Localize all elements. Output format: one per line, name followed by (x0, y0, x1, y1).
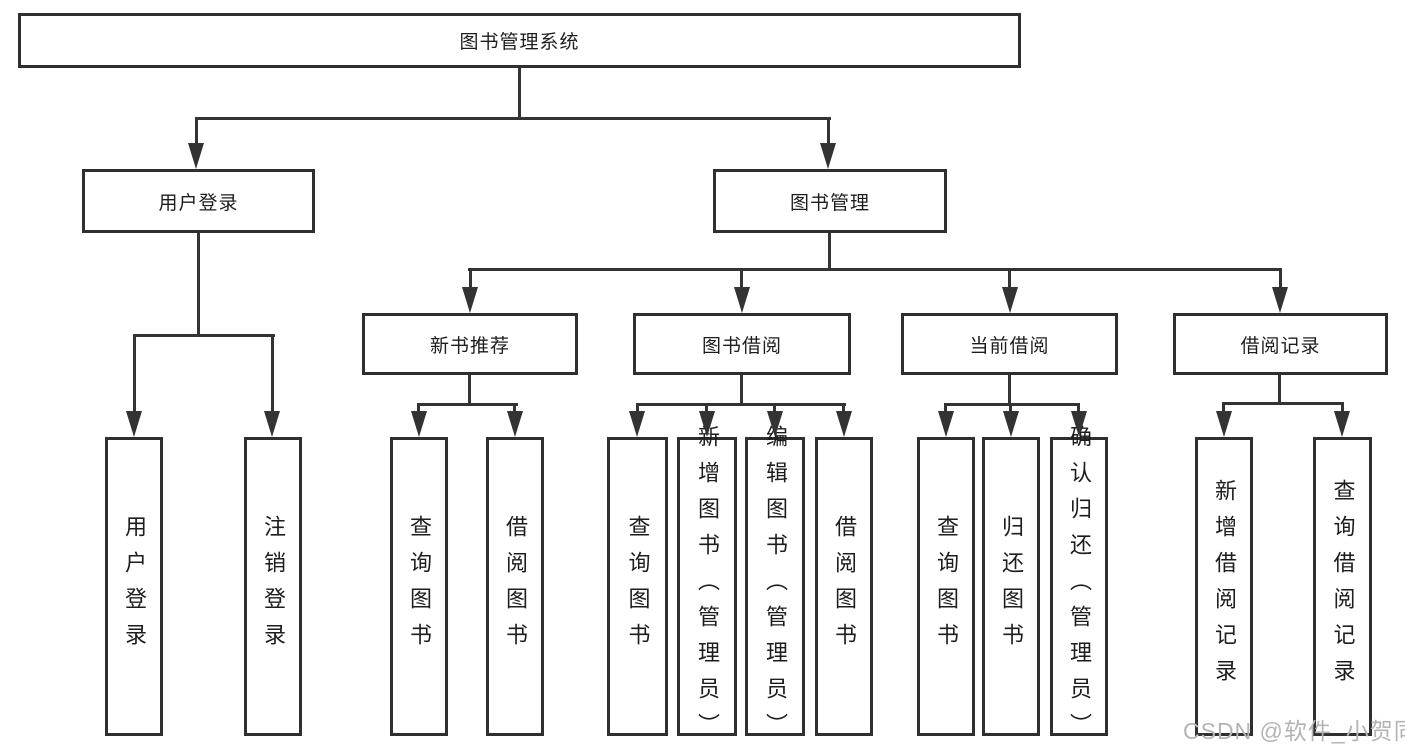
connector-line (944, 403, 1080, 406)
connector-line (1278, 375, 1281, 405)
node-borrow-records-label: 借阅记录 (1240, 335, 1321, 357)
connector-line (1279, 268, 1282, 290)
node-book-borrow: 图书借阅 (633, 313, 851, 375)
node-user-login: 用户登录 (82, 169, 315, 233)
leaf-query-books-3: 查询图书 (917, 437, 975, 736)
arrow-down-icon (820, 143, 836, 169)
leaf-label: 新增借阅记录 (1212, 478, 1237, 695)
arrow-down-icon (1071, 411, 1087, 437)
leaf-label: 新增图书（管理员） (695, 424, 720, 747)
leaf-borrow-books-1: 借阅图书 (486, 437, 544, 736)
node-current-borrow-label: 当前借阅 (969, 335, 1050, 357)
connector-line (195, 117, 198, 147)
connector-line (1077, 403, 1080, 415)
node-borrow-records: 借阅记录 (1173, 313, 1388, 375)
connector-line (740, 268, 743, 290)
connector-line (195, 117, 831, 120)
connector-line (636, 403, 846, 406)
arrow-down-icon (188, 143, 204, 169)
connector-line (1008, 375, 1011, 406)
leaf-label: 编辑图书（管理员） (763, 424, 788, 747)
connector-line (842, 403, 845, 415)
leaf-add-books-admin: 新增图书（管理员） (677, 425, 737, 747)
node-new-book-recommend-label: 新书推荐 (429, 335, 510, 357)
connector-line (469, 268, 472, 290)
connector-line (636, 403, 639, 415)
arrow-down-icon (264, 411, 280, 437)
connector-line (1222, 402, 1344, 405)
arrow-down-icon (734, 287, 750, 313)
connector-line (1222, 402, 1225, 415)
leaf-label: 用户登录 (122, 514, 147, 659)
leaf-label: 查询借阅记录 (1330, 478, 1356, 695)
arrow-down-icon (629, 411, 645, 437)
connector-line (1341, 402, 1344, 415)
leaf-label: 借阅图书 (503, 514, 528, 659)
connector-line (418, 403, 518, 406)
connector-line (1008, 268, 1011, 290)
node-root: 图书管理系统 (18, 13, 1021, 68)
leaf-label: 借阅图书 (832, 514, 857, 659)
leaf-query-books-1: 查询图书 (390, 437, 448, 736)
connector-line (513, 403, 516, 415)
node-new-book-recommend: 新书推荐 (362, 313, 578, 375)
connector-line (417, 403, 420, 415)
node-current-borrow: 当前借阅 (901, 313, 1118, 375)
leaf-query-books-2: 查询图书 (607, 437, 668, 736)
arrow-down-icon (1002, 287, 1018, 313)
leaf-label: 归还图书 (999, 514, 1024, 659)
arrow-down-icon (1334, 411, 1350, 437)
node-book-management: 图书管理 (713, 169, 947, 233)
arrow-down-icon (1272, 287, 1288, 313)
connector-line (944, 403, 947, 415)
csdn-watermark: CSDN @软件_小贺同学 (1183, 718, 1405, 744)
connector-line (468, 268, 1282, 271)
connector-line (133, 334, 275, 337)
connector-line (197, 233, 200, 337)
connector-line (827, 117, 830, 147)
leaf-label: 查询图书 (934, 514, 959, 659)
arrow-down-icon (507, 411, 523, 437)
connector-line (518, 68, 521, 120)
leaf-return-books: 归还图书 (982, 437, 1040, 736)
arrow-down-icon (699, 411, 715, 437)
connector-line (705, 403, 708, 415)
leaf-confirm-return-admin: 确认归还（管理员） (1050, 425, 1108, 747)
arrow-down-icon (411, 411, 427, 437)
leaf-label: 查询图书 (407, 514, 432, 659)
leaf-query-borrow-record: 查询借阅记录 (1313, 437, 1372, 736)
leaf-label: 查询图书 (625, 514, 651, 659)
node-user-login-label: 用户登录 (158, 192, 239, 214)
arrow-down-icon (836, 411, 852, 437)
connector-line (1009, 403, 1012, 415)
connector-line (828, 233, 831, 271)
arrow-down-icon (767, 411, 783, 437)
arrow-down-icon (126, 411, 142, 437)
arrow-down-icon (462, 287, 478, 313)
node-root-label: 图书管理系统 (459, 32, 580, 53)
connector-line (773, 403, 776, 415)
leaf-label: 确认归还（管理员） (1067, 424, 1092, 747)
arrow-down-icon (1003, 411, 1019, 437)
node-book-management-label: 图书管理 (789, 192, 870, 214)
connector-line (271, 334, 274, 414)
leaf-label: 注销登录 (261, 514, 286, 659)
leaf-logout: 注销登录 (244, 437, 302, 736)
arrow-down-icon (938, 411, 954, 437)
connector-line (468, 375, 471, 406)
connector-line (740, 375, 743, 406)
leaf-user-login: 用户登录 (105, 437, 163, 736)
arrow-down-icon (1216, 411, 1232, 437)
leaf-edit-books-admin: 编辑图书（管理员） (745, 425, 805, 747)
node-book-borrow-label: 图书借阅 (701, 335, 782, 357)
leaf-add-borrow-record: 新增借阅记录 (1195, 437, 1253, 736)
connector-line (133, 334, 136, 414)
leaf-borrow-books-2: 借阅图书 (815, 437, 873, 736)
